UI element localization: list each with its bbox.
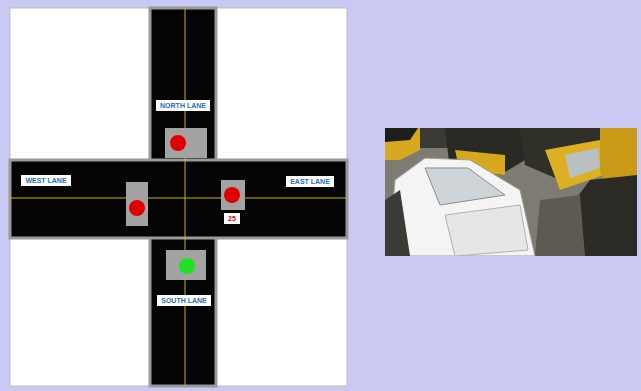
lane-label: SOUTH LANE	[157, 295, 211, 306]
red-light	[170, 135, 186, 151]
lane-label: EAST LANE	[286, 176, 334, 187]
signal-housing	[221, 180, 245, 210]
center-line	[185, 8, 186, 386]
label-text: SOUTH LANE	[161, 297, 207, 304]
label-text: EAST LANE	[290, 178, 330, 185]
rickshaw-roof	[385, 128, 418, 142]
lane-label: WEST LANE	[21, 175, 71, 186]
timer-box: 25	[224, 213, 240, 224]
label-text: WEST LANE	[25, 177, 66, 184]
signal-housing	[126, 182, 148, 226]
center-line	[10, 198, 347, 199]
white-car	[392, 158, 535, 256]
photo-ground	[385, 128, 637, 256]
map-panel	[10, 8, 347, 386]
vehicle-shadow	[385, 190, 410, 256]
horizontal-road	[10, 160, 347, 238]
auto-rickshaw	[535, 195, 585, 256]
car-windscreen	[425, 168, 505, 205]
signal-housing	[165, 128, 207, 158]
lane-label: NORTH LANE	[156, 100, 210, 111]
traffic-photo	[385, 128, 637, 256]
auto-rickshaw	[385, 128, 420, 160]
red-light	[129, 200, 145, 216]
signal-housing	[166, 250, 206, 280]
red-light	[224, 187, 240, 203]
green-light	[179, 258, 195, 274]
label-text: 25	[228, 215, 236, 222]
label-text: NORTH LANE	[160, 102, 206, 109]
windscreen	[565, 148, 600, 178]
rickshaw-roof	[575, 175, 637, 256]
vertical-road	[150, 8, 216, 386]
intersection	[152, 162, 214, 236]
car-bonnet	[445, 205, 528, 256]
